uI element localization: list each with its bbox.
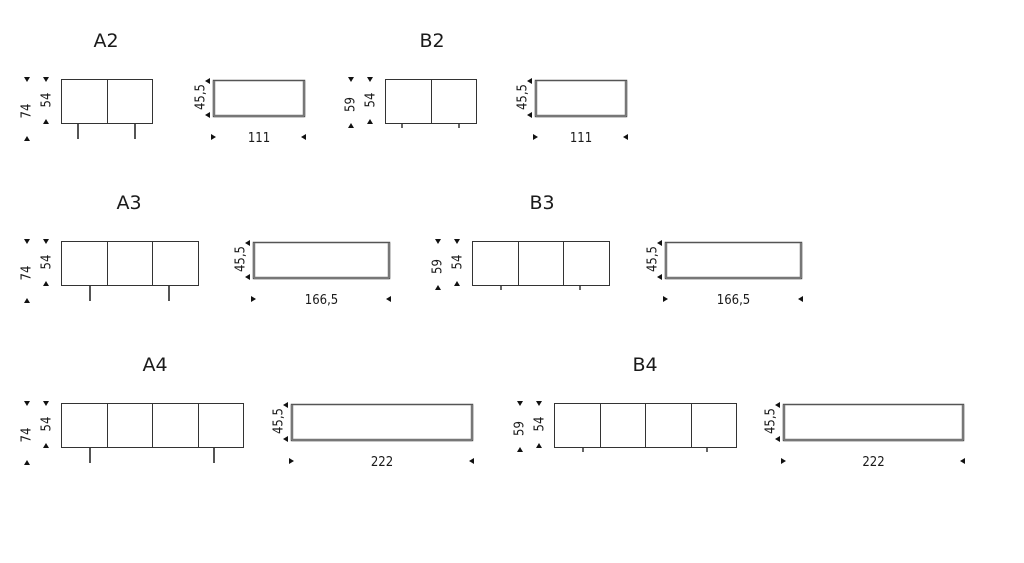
front-view xyxy=(472,241,610,286)
body-height-label: 54 xyxy=(40,255,55,270)
model-a4: A4 74 54 45,5 222 xyxy=(20,354,474,470)
model-b4: B4 59 54 45,5 222 xyxy=(513,354,965,470)
width-arrow-left xyxy=(289,458,294,464)
depth-label: 45,5 xyxy=(234,246,249,272)
width-label: 111 xyxy=(248,131,270,146)
body-height-arrow-top xyxy=(454,239,460,244)
width-arrow-left xyxy=(663,296,668,302)
model-title: A2 xyxy=(93,30,118,52)
body-height-label: 54 xyxy=(533,417,548,432)
width-label: 222 xyxy=(862,455,884,470)
depth-label: 45,5 xyxy=(516,84,531,110)
width-label: 166,5 xyxy=(305,293,338,308)
body-height-arrow-top xyxy=(43,401,49,406)
height-arrow-bottom xyxy=(24,298,30,303)
model-title: A3 xyxy=(116,192,141,214)
overall-height-label: 59 xyxy=(431,259,446,274)
model-title: B4 xyxy=(632,354,657,376)
depth-arrow-top xyxy=(283,402,288,408)
body-height-label: 54 xyxy=(40,93,55,108)
width-label: 222 xyxy=(371,455,393,470)
width-arrow-left xyxy=(211,134,216,140)
width-arrow-right xyxy=(386,296,391,302)
body-height-arrow-bottom xyxy=(43,119,49,124)
model-title: A4 xyxy=(142,354,167,376)
overall-height-label: 74 xyxy=(20,104,35,119)
depth-arrow-bottom xyxy=(283,436,288,442)
overall-height-label: 59 xyxy=(513,421,528,436)
height-arrow-bottom xyxy=(517,447,523,452)
width-arrow-right xyxy=(960,458,965,464)
overall-height-label: 74 xyxy=(20,266,35,281)
overall-height-label: 59 xyxy=(344,97,359,112)
width-arrow-left xyxy=(781,458,786,464)
depth-arrow-top xyxy=(245,240,250,246)
height-arrow-bottom xyxy=(435,285,441,290)
depth-label: 45,5 xyxy=(194,84,209,110)
depth-arrow-bottom xyxy=(245,274,250,280)
depth-arrow-top xyxy=(657,240,662,246)
top-view xyxy=(290,403,474,442)
depth-label: 45,5 xyxy=(646,246,661,272)
height-arrow-bottom xyxy=(348,123,354,128)
top-view xyxy=(212,79,306,118)
top-view xyxy=(664,241,803,280)
body-height-arrow-top xyxy=(367,77,373,82)
top-view xyxy=(534,79,628,118)
depth-label: 45,5 xyxy=(764,408,779,434)
body-height-label: 54 xyxy=(40,417,55,432)
body-height-label: 54 xyxy=(451,255,466,270)
model-title: B2 xyxy=(419,30,444,52)
height-arrow-top xyxy=(24,401,30,406)
front-view xyxy=(61,241,199,286)
height-arrow-bottom xyxy=(24,136,30,141)
body-height-arrow-bottom xyxy=(536,443,542,448)
width-label: 111 xyxy=(570,131,592,146)
body-height-arrow-top xyxy=(43,77,49,82)
width-arrow-left xyxy=(533,134,538,140)
depth-arrow-bottom xyxy=(775,436,780,442)
model-a2: A2 74 54 45,5 111 xyxy=(20,30,306,146)
depth-arrow-top xyxy=(527,78,532,84)
depth-arrow-bottom xyxy=(205,112,210,118)
model-a3: A3 74 54 45,5 166,5 xyxy=(20,192,391,308)
depth-arrow-top xyxy=(775,402,780,408)
depth-arrow-top xyxy=(205,78,210,84)
width-arrow-right xyxy=(469,458,474,464)
body-height-arrow-top xyxy=(536,401,542,406)
height-arrow-top xyxy=(517,401,523,406)
depth-arrow-bottom xyxy=(527,112,532,118)
body-height-arrow-bottom xyxy=(43,281,49,286)
height-arrow-top xyxy=(435,239,441,244)
height-arrow-top xyxy=(348,77,354,82)
overall-height-label: 74 xyxy=(20,428,35,443)
depth-label: 45,5 xyxy=(272,408,287,434)
model-b3: B3 59 54 45,5 166,5 xyxy=(431,192,803,308)
model-title: B3 xyxy=(529,192,554,214)
body-height-arrow-bottom xyxy=(367,119,373,124)
model-b2: B2 59 54 45,5 111 xyxy=(344,30,628,146)
body-height-arrow-bottom xyxy=(43,443,49,448)
depth-arrow-bottom xyxy=(657,274,662,280)
body-height-label: 54 xyxy=(364,93,379,108)
width-label: 166,5 xyxy=(717,293,750,308)
width-arrow-right xyxy=(301,134,306,140)
top-view xyxy=(782,403,965,442)
body-height-arrow-bottom xyxy=(454,281,460,286)
height-arrow-top xyxy=(24,77,30,82)
top-view xyxy=(252,241,391,280)
height-arrow-top xyxy=(24,239,30,244)
width-arrow-left xyxy=(251,296,256,302)
height-arrow-bottom xyxy=(24,460,30,465)
body-height-arrow-top xyxy=(43,239,49,244)
width-arrow-right xyxy=(623,134,628,140)
width-arrow-right xyxy=(798,296,803,302)
